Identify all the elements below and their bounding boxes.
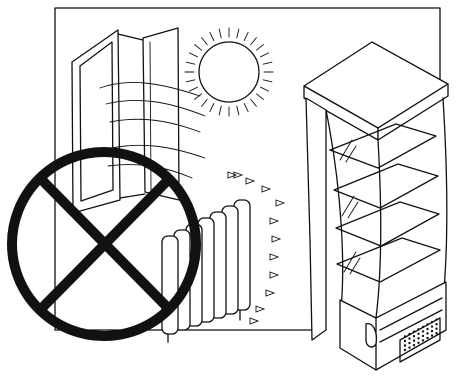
grille-dot — [409, 338, 411, 340]
grille-dot — [431, 335, 433, 337]
grille-dot — [436, 323, 438, 325]
grille-dot — [427, 337, 429, 339]
grille-dot — [404, 345, 406, 347]
grille-dot — [409, 333, 411, 335]
grille-dot — [413, 335, 415, 337]
grille-dot — [436, 328, 438, 330]
grille-dot — [431, 330, 433, 332]
grille-dot — [404, 340, 406, 342]
grille-dot — [409, 347, 411, 349]
grille-dot — [404, 349, 406, 351]
grille-dot — [422, 331, 424, 333]
grille-dot — [413, 340, 415, 342]
grille-dot — [418, 328, 420, 330]
grille-dot — [418, 337, 420, 339]
grille-dot — [422, 326, 424, 328]
grille-dot — [427, 333, 429, 335]
grille-dot — [422, 335, 424, 337]
grille-dot — [436, 332, 438, 334]
grille-dot — [422, 340, 424, 342]
grille-dot — [431, 321, 433, 323]
grille-dot — [436, 319, 438, 321]
grille-dot — [413, 331, 415, 333]
grille-dot — [404, 336, 406, 338]
grille-dot — [427, 328, 429, 330]
grille-dot — [431, 326, 433, 328]
grille-dot — [413, 344, 415, 346]
grille-dot — [418, 333, 420, 335]
grille-dot — [418, 342, 420, 344]
grille-dot — [427, 324, 429, 326]
grille-dot — [409, 342, 411, 344]
